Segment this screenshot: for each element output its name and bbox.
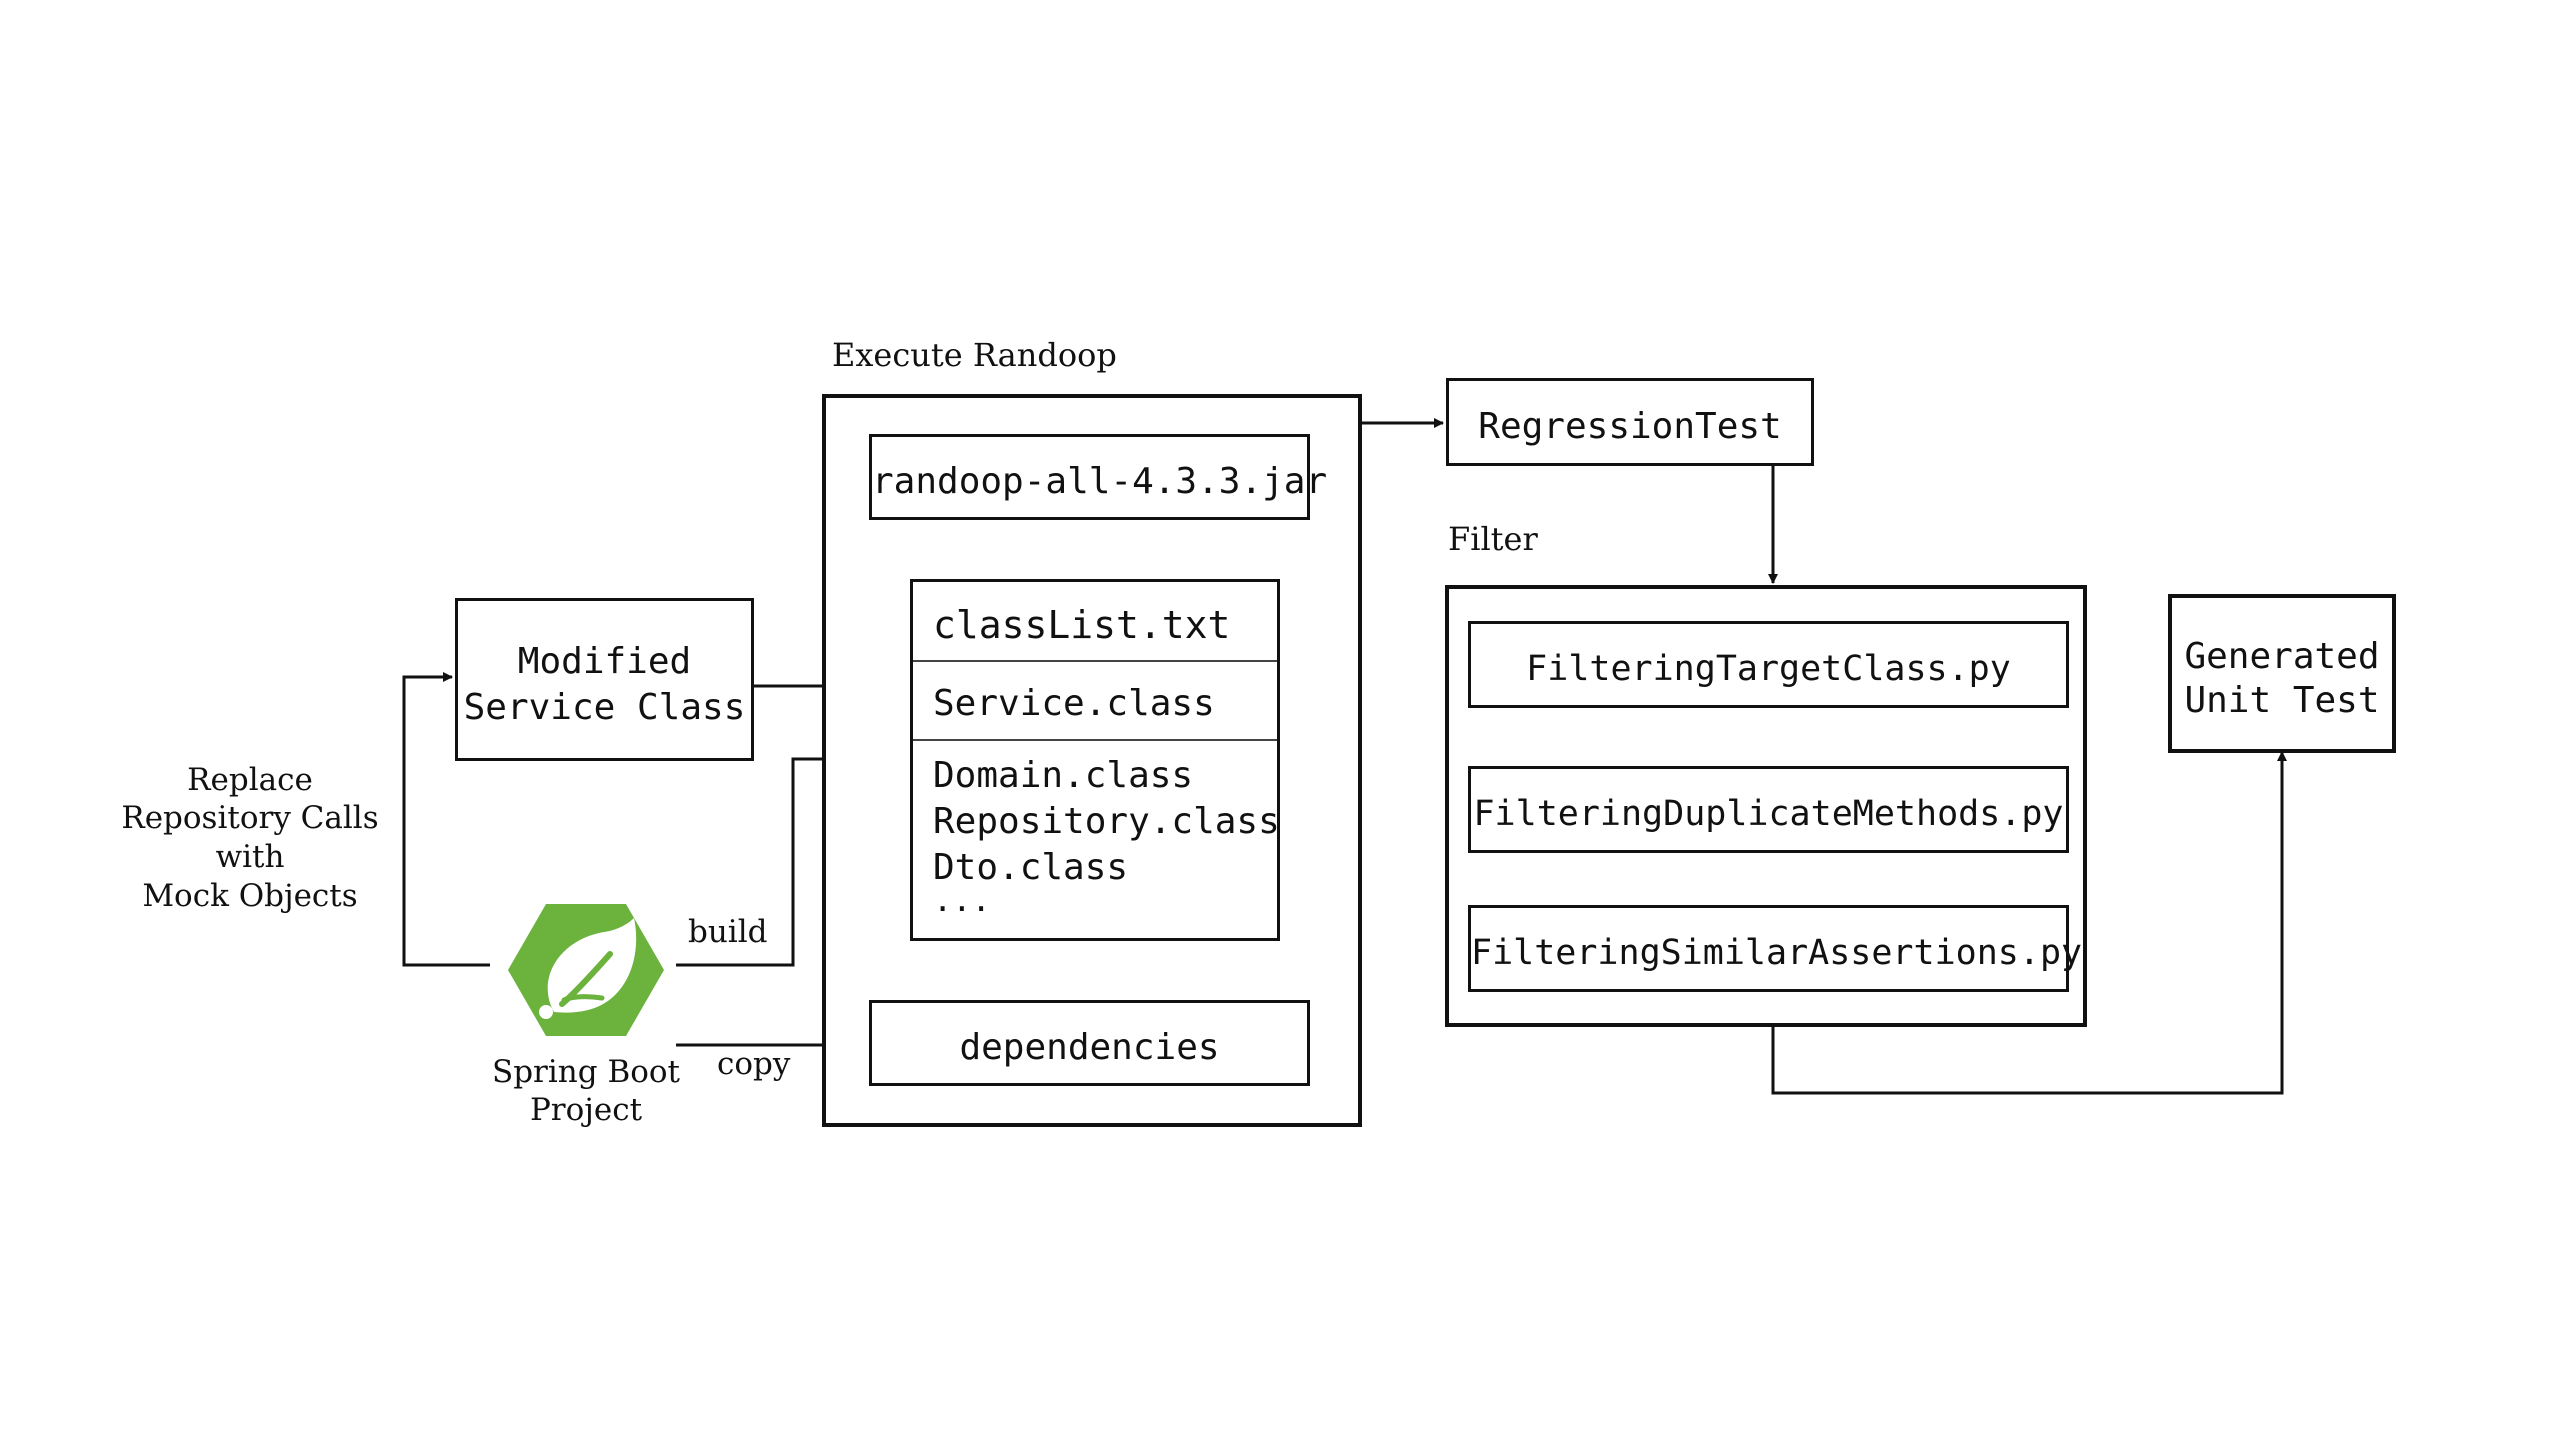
- arrow-similar-to-generated: [1771, 751, 2287, 1095]
- dependencies-label: dependencies: [959, 1027, 1220, 1068]
- generated-line2: Unit Test: [2184, 680, 2380, 721]
- classlist-box: classList.txt Service.class Domain.class…: [910, 579, 1280, 941]
- classlist-dto: Dto.class: [933, 847, 1129, 888]
- spring-boot-label-line1: Spring Boot: [491, 1054, 681, 1090]
- generated-line1: Generated: [2184, 636, 2380, 677]
- replace-label-line3: with: [215, 839, 285, 875]
- spring-leaf-hexagon-icon: [508, 904, 664, 1036]
- classlist-divider-2: [913, 739, 1277, 741]
- spring-boot-label-line2: Project: [529, 1092, 643, 1128]
- generated-unit-test-box: Generated Unit Test: [2168, 594, 2396, 753]
- classlist-header: classList.txt: [933, 603, 1231, 647]
- classlist-divider-1: [913, 660, 1277, 662]
- classlist-domain: Domain.class: [933, 755, 1194, 796]
- classlist-repository: Repository.class: [933, 801, 1280, 842]
- randoop-jar-box: randoop-all-4.3.3.jar: [869, 434, 1328, 520]
- filtering-similar-assertions-box: FilteringSimilarAssertions.py: [1468, 905, 2083, 992]
- filter-label: Filter: [1448, 520, 1538, 558]
- regression-test-label: RegressionTest: [1478, 406, 1782, 447]
- randoop-jar-label: randoop-all-4.3.3.jar: [872, 461, 1328, 502]
- replace-label-line1: Replace: [187, 762, 313, 798]
- filtering-similar-assertions-label: FilteringSimilarAssertions.py: [1471, 933, 2083, 973]
- classlist-service: Service.class: [933, 683, 1215, 724]
- modified-service-class-box: Modified Service Class: [455, 598, 754, 761]
- build-label: build: [688, 914, 768, 950]
- modified-line1: Modified: [517, 641, 692, 682]
- filtering-target-class-label: FilteringTargetClass.py: [1526, 649, 2011, 689]
- filtering-duplicate-methods-box: FilteringDuplicateMethods.py: [1468, 766, 2069, 853]
- copy-label: copy: [717, 1046, 791, 1082]
- replace-label-line4: Mock Objects: [142, 878, 358, 914]
- arrow-spring-to-modified: [402, 672, 490, 967]
- filtering-duplicate-methods-label: FilteringDuplicateMethods.py: [1473, 794, 2064, 834]
- modified-line2: Service Class: [463, 687, 746, 728]
- dependencies-box: dependencies: [869, 1000, 1310, 1086]
- execute-randoop-label: Execute Randoop: [832, 336, 1117, 374]
- filtering-target-class-box: FilteringTargetClass.py: [1468, 621, 2069, 708]
- regression-test-box: RegressionTest: [1446, 378, 1814, 466]
- replace-label-line2: Repository Calls: [121, 800, 379, 836]
- classlist-more: ...: [933, 881, 991, 919]
